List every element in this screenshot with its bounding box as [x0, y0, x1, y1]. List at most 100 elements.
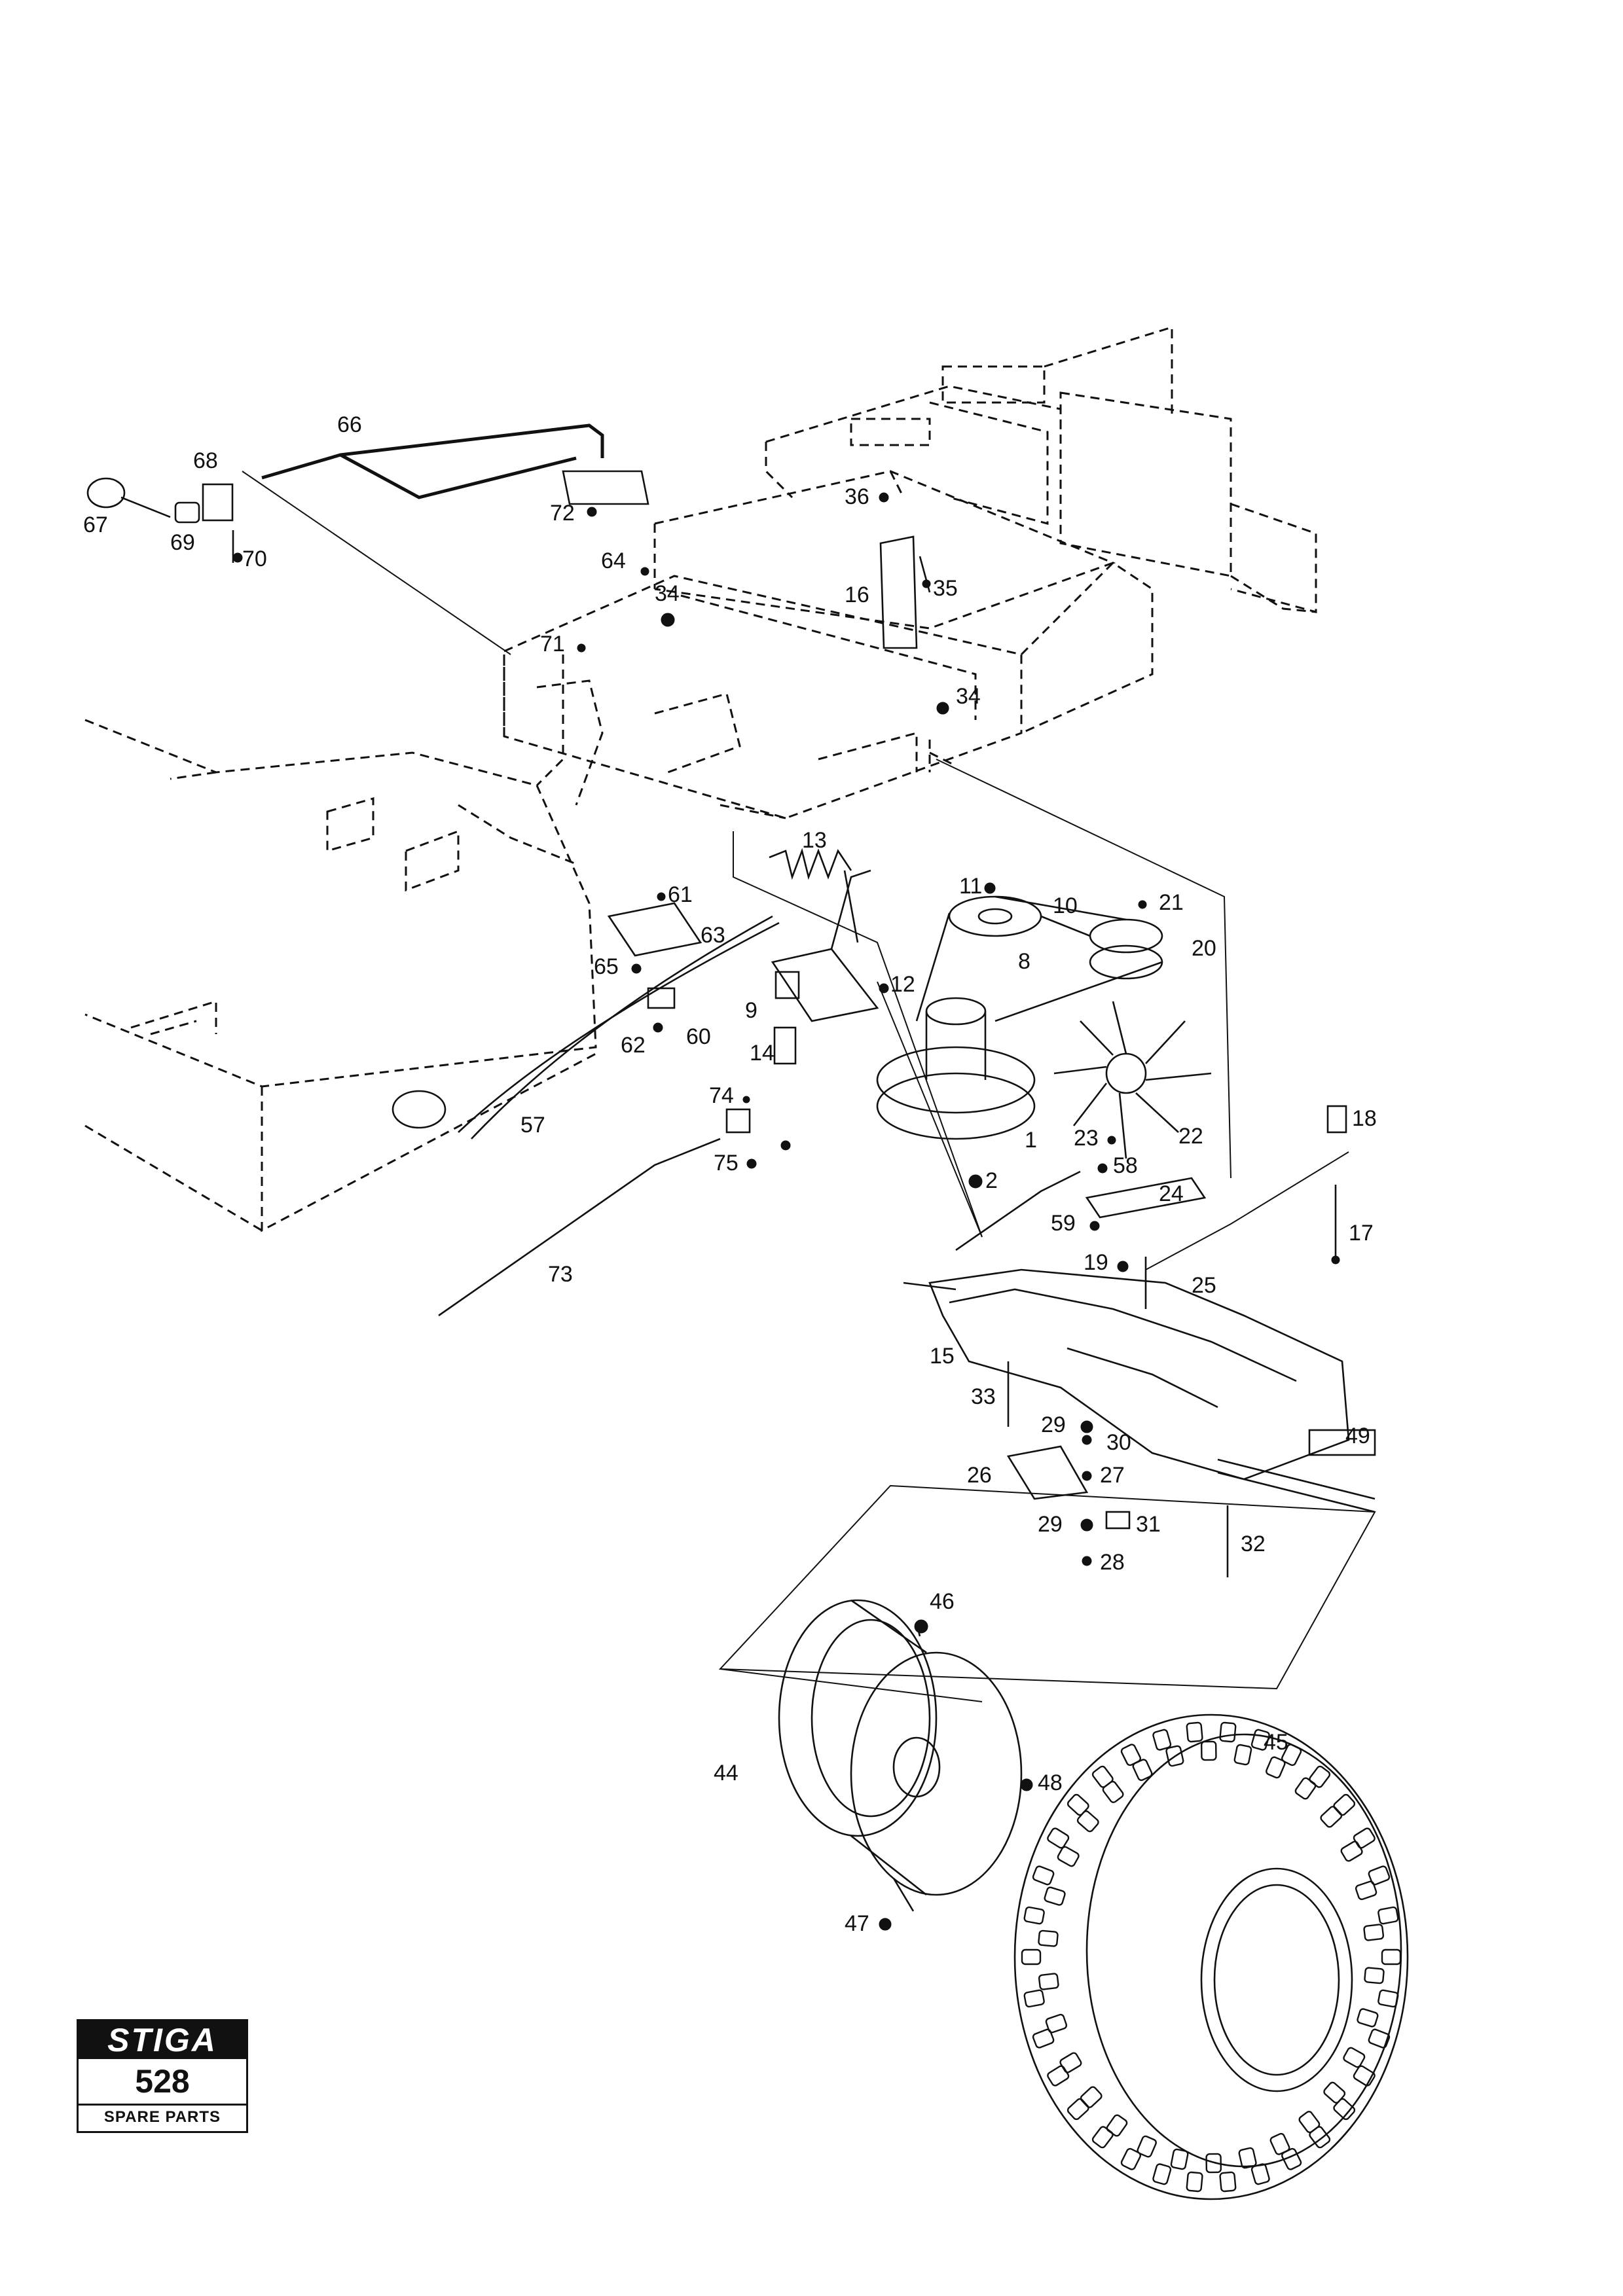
tread-block	[1269, 2132, 1290, 2155]
callout-75: 75	[714, 1151, 739, 1175]
callout-14: 14	[750, 1041, 775, 1066]
chassis-frame	[84, 325, 1317, 1232]
tread-block	[1205, 2153, 1222, 2174]
callout-70: 70	[242, 547, 267, 571]
tread-block	[1076, 1810, 1099, 1833]
callout-68: 68	[193, 448, 218, 473]
tread-block	[1057, 1846, 1080, 1867]
tread-block	[1186, 2171, 1203, 2193]
tread-block	[1170, 2148, 1189, 2170]
callout-17: 17	[1349, 1221, 1374, 1246]
callout-26: 26	[967, 1463, 992, 1488]
callout-71: 71	[540, 632, 565, 656]
model-number: 528	[79, 2059, 246, 2106]
tread-block	[1355, 1880, 1377, 1901]
tread-block	[1059, 2052, 1082, 2073]
tread-block	[1045, 2013, 1068, 2034]
callout-60: 60	[686, 1024, 711, 1049]
callout-66: 66	[337, 412, 362, 437]
spare-parts-caption: SPARE PARTS	[103, 2108, 221, 2126]
tread-block	[1340, 1840, 1363, 1862]
callout-18: 18	[1352, 1106, 1377, 1131]
fastener-marks	[232, 492, 1340, 1931]
tread-block	[1102, 1780, 1124, 1803]
callout-62: 62	[621, 1033, 646, 1058]
callout-28: 28	[1100, 1550, 1125, 1575]
callout-46: 46	[930, 1589, 955, 1614]
callout-21: 21	[1159, 890, 1184, 915]
tread-block	[1080, 2086, 1103, 2108]
tread-block	[1200, 1740, 1217, 1761]
tread-block	[1266, 1756, 1286, 1779]
tread-block	[1152, 2163, 1172, 2185]
callout-61: 61	[668, 882, 693, 907]
callout-36: 36	[845, 484, 869, 509]
callout-44: 44	[714, 1761, 739, 1785]
callout-48: 48	[1038, 1770, 1063, 1795]
tread-block	[1343, 2047, 1366, 2068]
callout-8: 8	[1018, 949, 1030, 974]
callout-29-lower: 29	[1038, 1512, 1063, 1537]
tread-block	[1320, 1806, 1343, 1828]
tread-block	[1333, 1793, 1356, 1816]
tread-block	[1023, 1989, 1045, 2008]
tread-block	[1363, 1924, 1385, 1941]
tread-block	[1219, 2171, 1237, 2193]
callout-32: 32	[1241, 1532, 1266, 1556]
tread-block	[1067, 1793, 1089, 1816]
tread-block	[1032, 2028, 1055, 2049]
tread-block	[1038, 1973, 1059, 1990]
callout-23: 23	[1074, 1126, 1099, 1151]
tread-block	[1250, 1729, 1270, 1751]
tread-block	[1281, 1744, 1302, 1767]
tread-block	[1368, 2028, 1391, 2049]
tread-block	[1368, 1865, 1391, 1886]
parts	[86, 423, 1409, 2200]
callout-16: 16	[845, 583, 869, 607]
tread-block	[1238, 2147, 1257, 2169]
callout-2: 2	[985, 1168, 998, 1193]
tread-block	[1091, 2126, 1114, 2149]
callout-73: 73	[548, 1262, 573, 1287]
callout-1: 1	[1025, 1128, 1037, 1153]
tread-block	[1067, 2098, 1089, 2121]
tread-block	[1233, 1744, 1252, 1766]
brand-logo-text: STIGA	[79, 2021, 246, 2059]
tread-block	[1044, 1886, 1066, 1906]
tread-block	[1219, 1721, 1237, 1743]
callout-33: 33	[971, 1384, 996, 1409]
callout-31: 31	[1136, 1512, 1161, 1537]
tread-block	[1165, 1745, 1184, 1767]
callout-13: 13	[802, 828, 827, 853]
tread-block	[1120, 2147, 1141, 2170]
assembly-lines	[242, 471, 1376, 1702]
tyre-tread	[1021, 1721, 1402, 2193]
tread-block	[1021, 1948, 1042, 1965]
callout-63: 63	[701, 923, 725, 948]
tread-block	[1152, 1729, 1172, 1751]
tread-block	[1023, 1906, 1045, 1925]
tread-block	[1250, 2163, 1270, 2185]
tread-block	[1281, 2147, 1302, 2170]
tread-block	[1357, 2008, 1379, 2028]
tread-block	[1353, 2065, 1376, 2087]
callout-45: 45	[1264, 1730, 1288, 1755]
tread-block	[1038, 1929, 1059, 1947]
callout-22: 22	[1178, 1124, 1203, 1149]
tread-block	[1120, 1744, 1141, 1767]
callout-9: 9	[745, 998, 757, 1023]
callout-74: 74	[709, 1083, 734, 1108]
tread-block	[1377, 1906, 1399, 1925]
callout-67: 67	[83, 512, 108, 537]
callout-24: 24	[1159, 1181, 1184, 1206]
callout-30: 30	[1106, 1430, 1131, 1455]
callout-49: 49	[1345, 1424, 1370, 1448]
callout-20: 20	[1192, 936, 1216, 961]
tread-block	[1091, 1765, 1114, 1788]
callout-34-lower: 34	[956, 684, 981, 709]
callout-64: 64	[601, 548, 626, 573]
callout-57: 57	[520, 1113, 545, 1138]
callout-29-upper: 29	[1041, 1412, 1066, 1437]
tread-block	[1364, 1967, 1385, 1984]
